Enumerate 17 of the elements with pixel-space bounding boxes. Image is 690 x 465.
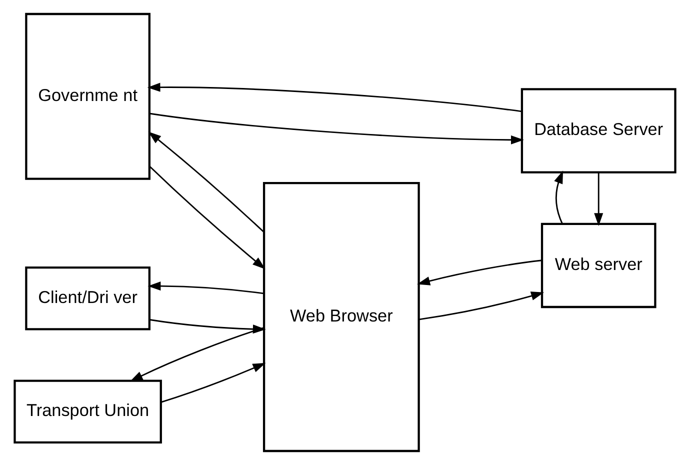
arrow (554, 170, 564, 224)
arrow (147, 82, 522, 112)
arrow (417, 260, 542, 286)
node-box: Web Browser (262, 182, 420, 452)
arrow (148, 282, 264, 294)
node-box: Client/Dri ver (25, 266, 150, 330)
arrow (149, 112, 524, 144)
node-box: Web server (540, 222, 656, 308)
node-box: Governme nt (25, 12, 150, 180)
arrow (594, 172, 604, 226)
arrow (419, 292, 544, 320)
node-box: Transport Union (14, 380, 162, 444)
arrow (148, 132, 264, 232)
arrow (149, 166, 266, 270)
arrow (130, 327, 264, 382)
node-box: Database Server (520, 88, 676, 174)
arrow (160, 362, 266, 403)
